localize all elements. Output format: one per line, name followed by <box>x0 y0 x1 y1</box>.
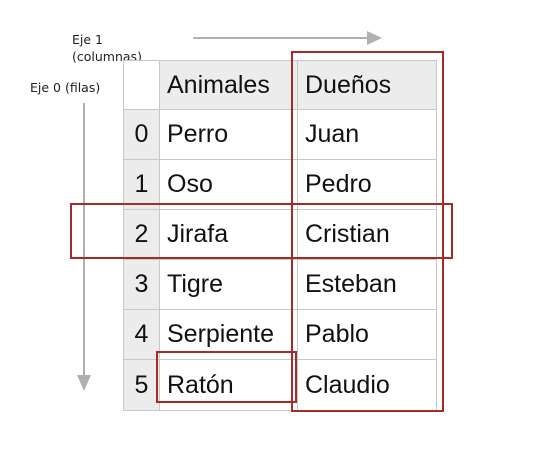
row-index-cell: 4 <box>123 309 160 360</box>
cell-highlight-box <box>156 351 297 403</box>
animal-cell: Tigre <box>159 259 298 310</box>
column-header-animales: Animales <box>159 60 298 110</box>
axis0-arrow <box>77 103 91 391</box>
owner-cell: Pedro <box>297 159 437 210</box>
owner-cell: Claudio <box>297 359 437 411</box>
owner-cell: Cristian <box>297 209 437 260</box>
owner-cell: Juan <box>297 109 437 160</box>
column-highlight-box <box>291 51 444 412</box>
axis0-label: Eje 0 (filas) <box>30 80 101 95</box>
row-index-cell: 3 <box>123 259 160 310</box>
animal-cell: Perro <box>159 109 298 160</box>
column-header-duenos: Dueños <box>297 60 437 110</box>
animal-cell: Oso <box>159 159 298 210</box>
row-index-cell: 5 <box>123 359 160 411</box>
animal-cell: Jirafa <box>159 209 298 260</box>
axis1-arrow <box>193 31 382 45</box>
row-index-cell: 1 <box>123 159 160 210</box>
owner-cell: Pablo <box>297 309 437 360</box>
row-index-cell: 0 <box>123 109 160 160</box>
axis1-label-line1: Eje 1 <box>72 32 103 47</box>
row-highlight-box <box>70 203 453 259</box>
